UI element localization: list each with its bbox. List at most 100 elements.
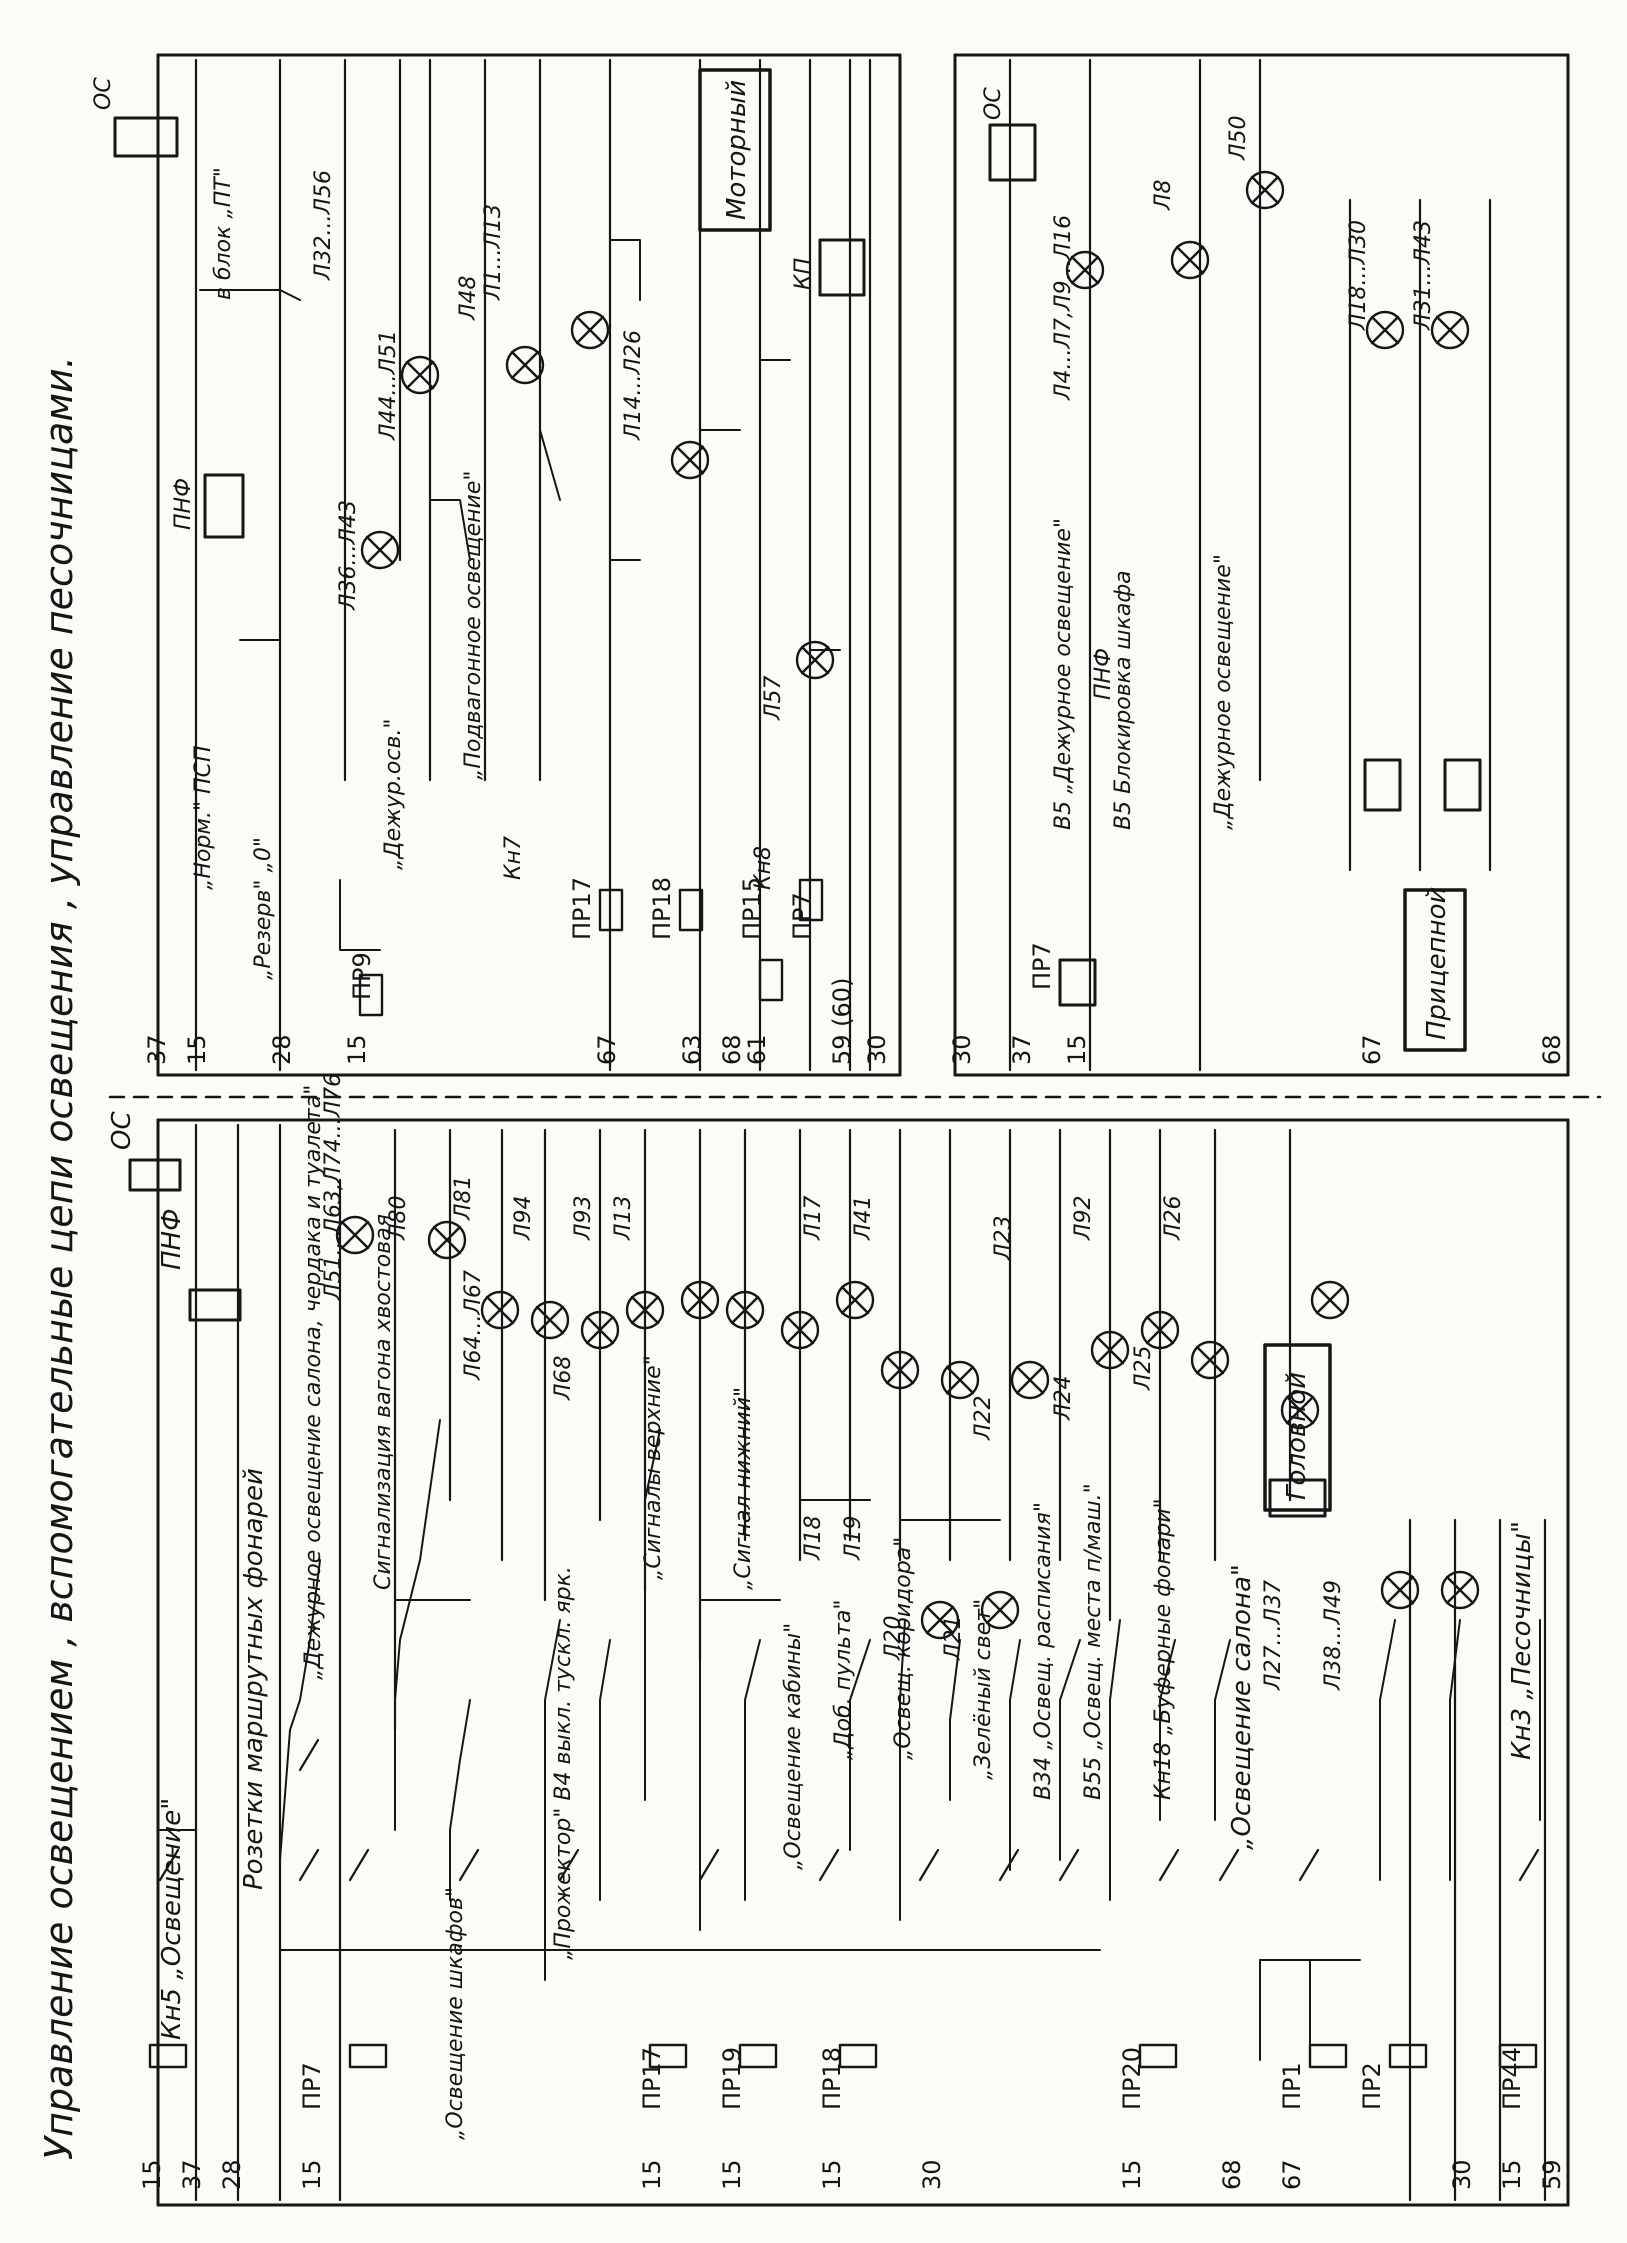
svg-text:Л24: Л24 [1051, 1375, 1076, 1421]
svg-text:28: 28 [218, 2159, 246, 2190]
svg-text:Л80: Л80 [386, 1195, 411, 1241]
lower-lamp-labels: Л51...Л63,Л74...Л76 Л80 Л81 Л64...Л67 Л9… [321, 1073, 1346, 1691]
svg-text:Л8: Л8 [1151, 179, 1176, 211]
lower-label-signaly-verkh: „Сигналы верхние" [641, 1355, 666, 1580]
lower-lamps [335, 1215, 1480, 1640]
svg-text:Л25: Л25 [1131, 1345, 1156, 1391]
motor-panel-label: Моторный [722, 80, 752, 220]
lower-label-dob-pulta: „Доб. пульта" [831, 1600, 856, 1760]
svg-text:15: 15 [1498, 2159, 1526, 2190]
svg-text:Л18: Л18 [801, 1515, 826, 1561]
svg-text:Л20: Л20 [881, 1615, 906, 1661]
svg-text:Кн8: Кн8 [751, 846, 776, 890]
svg-text:Л1...Л13: Л1...Л13 [481, 204, 506, 301]
svg-text:Л50: Л50 [1226, 115, 1251, 161]
head-panel-label: Головной [1282, 1372, 1312, 1500]
svg-text:Л57: Л57 [761, 675, 786, 721]
svg-text:Л38...Л49: Л38...Л49 [1321, 1580, 1346, 1691]
svg-text:28: 28 [268, 1034, 296, 1065]
trailer-relay-coils [988, 123, 1482, 1007]
motor-panel: Моторный [698, 68, 772, 232]
lower-label-dezhurnoe: „Дежурное освещение салона, чердака и ту… [301, 1085, 326, 1680]
lower-label-raspisania: В34 „Освещ. расписания" [1031, 1502, 1056, 1800]
svg-text:37: 37 [178, 2159, 206, 2190]
svg-text:ОС: ОС [981, 87, 1006, 120]
trailer-panel-label: Прицепной [1422, 887, 1452, 1040]
page-title: Управление освещением , вспомогательные … [37, 356, 81, 2160]
svg-text:37: 37 [1008, 1034, 1036, 1065]
svg-text:59: 59 [1538, 2159, 1566, 2190]
svg-text:30: 30 [918, 2159, 946, 2190]
svg-text:Л51...Л63,Л74...Л76: Л51...Л63,Л74...Л76 [321, 1073, 346, 1301]
upper-wire-numbers: 37 15 28 15 ПР9 67 63 ПР17 ПР18 68 61 ПР… [143, 877, 891, 1065]
frame [156, 53, 1570, 2207]
lower-label-zelenyi: „Зелёный свет" [971, 1599, 996, 1780]
svg-text:Л44...Л51: Л44...Л51 [376, 330, 401, 441]
upper-labels: „Норм." ПСП „Резерв" „0" „Дежур.осв." „П… [91, 77, 816, 980]
svg-text:„Подвагонное освещение": „Подвагонное освещение" [461, 471, 486, 780]
upper-fuses [358, 878, 824, 1017]
lower-relay-os-label: ОС [107, 1111, 137, 1150]
trailer-wire-numbers: 30 37 15 ПР7 67 68 [948, 942, 1566, 1065]
upper-lamps [360, 310, 835, 680]
lower-label-koridora: „Освещ. коридора" [891, 1537, 916, 1760]
svg-text:Л14...Л26: Л14...Л26 [621, 330, 646, 441]
svg-text:Л31...Л43: Л31...Л43 [1411, 220, 1436, 331]
svg-text:15: 15 [818, 2159, 846, 2190]
svg-text:ПР18: ПР18 [818, 2047, 846, 2110]
upper-lamp-labels: Л36...Л43 Л44...Л51 Л32...Л56 Л48 Л1...Л… [311, 170, 786, 721]
lower-labels: Кн5 „Освещение" Розетки маршрутных фонар… [157, 1085, 1537, 2140]
svg-text:15: 15 [718, 2159, 746, 2190]
lower-relay-pnf-label: ПНФ [157, 1209, 187, 1270]
svg-text:Л94: Л94 [511, 1195, 536, 1241]
lower-label-pesochnicy: Кн3 „Песочницы" [1507, 1521, 1537, 1760]
svg-text:Л18...Л30: Л18...Л30 [1346, 220, 1371, 331]
svg-text:Л27...Л37: Л27...Л37 [1261, 1580, 1286, 1691]
svg-text:Л19: Л19 [841, 1515, 866, 1561]
lower-label-mesta: В55 „Освещ. места п/маш." [1081, 1483, 1106, 1800]
svg-text:ПР18: ПР18 [648, 877, 676, 940]
svg-text:Л48: Л48 [456, 275, 481, 321]
svg-text:ПР19: ПР19 [718, 2047, 746, 2110]
svg-text:Л41: Л41 [851, 1195, 876, 1241]
trailer-lamps [1065, 170, 1470, 350]
trailer-bus-wires [1008, 58, 1492, 1072]
svg-text:В5 „Дежурное освещение": В5 „Дежурное освещение" [1051, 518, 1076, 830]
svg-text:30: 30 [1448, 2159, 1476, 2190]
trailer-lamp-labels: Л4...Л7,Л9...Л16 Л8 Л50 Л18...Л30 Л31...… [1051, 115, 1436, 401]
svg-text:Л26: Л26 [1161, 1195, 1186, 1241]
lower-switches [158, 1738, 1540, 1882]
svg-text:ПР9: ПР9 [348, 952, 376, 1000]
head-panel: Головной [1263, 1343, 1332, 1512]
svg-text:Л4...Л7,Л9...Л16: Л4...Л7,Л9...Л16 [1051, 215, 1076, 401]
svg-text:30: 30 [948, 1034, 976, 1065]
svg-text:Л22: Л22 [971, 1395, 996, 1441]
svg-text:„Дежурное освещение": „Дежурное освещение" [1211, 554, 1236, 830]
svg-text:КП: КП [791, 258, 816, 290]
lower-label-shkafov: „Освещение шкафов" [443, 1887, 468, 2140]
svg-text:В5 Блокировка шкафа: В5 Блокировка шкафа [1111, 570, 1136, 830]
svg-text:68: 68 [1218, 2159, 1246, 2190]
svg-text:15: 15 [343, 1034, 371, 1065]
svg-text:Л93: Л93 [571, 1195, 596, 1241]
svg-text:ПР44: ПР44 [1498, 2047, 1526, 2110]
svg-text:61: 61 [743, 1034, 771, 1065]
svg-text:ПР1: ПР1 [1278, 2062, 1306, 2110]
svg-text:ПР17: ПР17 [638, 2047, 666, 2110]
svg-text:Л17: Л17 [801, 1195, 826, 1241]
svg-text:„Дежур.осв.": „Дежур.осв." [381, 718, 406, 870]
svg-text:Л13: Л13 [611, 1195, 636, 1241]
svg-text:67: 67 [593, 1034, 621, 1065]
svg-text:Л81: Л81 [451, 1175, 476, 1221]
svg-text:ПНФ: ПНФ [171, 478, 196, 530]
svg-text:15: 15 [183, 1034, 211, 1065]
svg-text:в блок „ПТ": в блок „ПТ" [211, 167, 236, 300]
lower-label-signalizatsia: Сигнализация вагона хвостовая [371, 1214, 396, 1590]
upper-relay-coils [113, 116, 866, 539]
svg-text:ПР15: ПР15 [738, 877, 766, 940]
svg-text:67: 67 [1278, 2159, 1306, 2190]
lower-label-osv-kabiny: „Освещение кабины" [781, 1623, 806, 1870]
lower-label-kn5: Кн5 „Освещение" [157, 1798, 187, 2040]
svg-text:Кн7: Кн7 [501, 836, 526, 880]
